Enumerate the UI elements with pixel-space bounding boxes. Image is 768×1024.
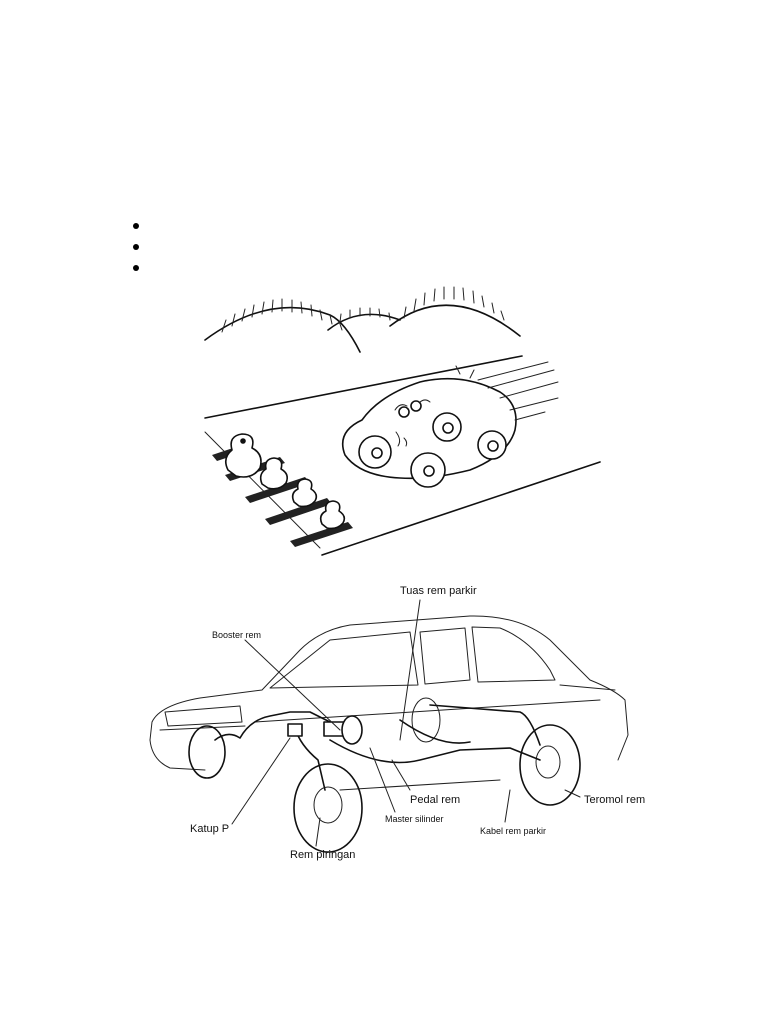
label-drum-brake: Teromol rem [584, 794, 645, 806]
brake-system-diagram: Tuas rem parkir Booster rem Pedal rem Te… [149, 585, 645, 861]
cartoon-car [341, 361, 559, 488]
cartoon-illustration [204, 286, 601, 556]
wheels [188, 697, 581, 853]
bullet-dot [133, 244, 139, 250]
bullet-list [128, 216, 148, 279]
bullet-item [128, 258, 148, 279]
bullet-item [128, 216, 148, 237]
label-parking-cable: Kabel rem parkir [480, 826, 546, 836]
bullet-item [128, 237, 148, 258]
brake-lines [214, 704, 541, 791]
hills [204, 286, 521, 353]
leader-lines [231, 599, 581, 847]
label-disc-brake: Rem piringan [290, 849, 355, 861]
label-booster: Booster rem [212, 630, 261, 640]
label-p-valve: Katup P [190, 823, 229, 835]
ducks [224, 433, 346, 530]
label-brake-pedal: Pedal rem [410, 794, 460, 806]
sedan-outline [149, 615, 629, 791]
label-master-cylinder: Master silinder [385, 814, 444, 824]
bullet-dot [133, 223, 139, 229]
bullet-dot [133, 265, 139, 271]
label-parking-lever: Tuas rem parkir [400, 585, 477, 597]
